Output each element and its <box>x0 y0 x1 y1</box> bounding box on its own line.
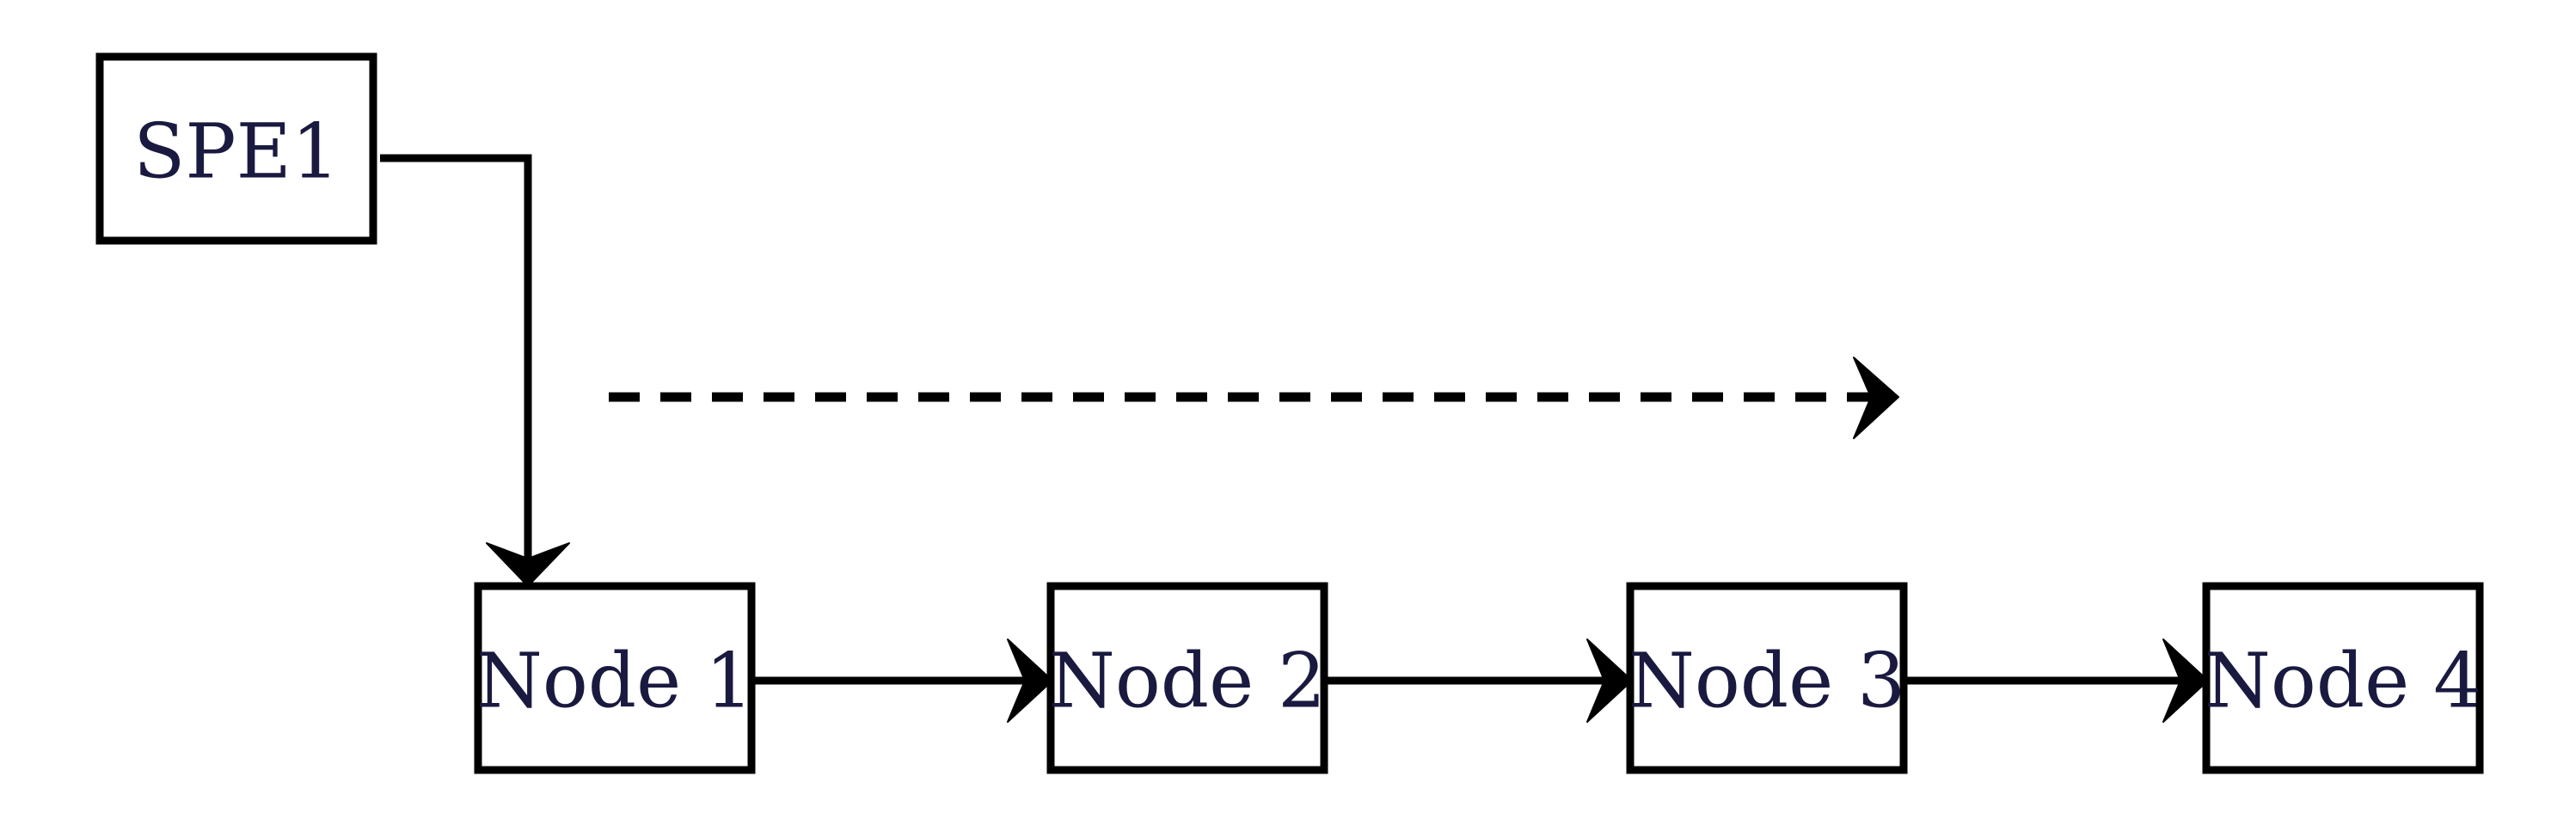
source-node-box <box>95 52 377 245</box>
node-1-label: Node 1 <box>476 637 753 725</box>
edge-spe1-to-node-1 <box>380 154 570 587</box>
arrowhead-right-icon <box>1853 357 1899 439</box>
node-3-label: Node 3 <box>1628 637 1905 725</box>
arrowhead-down-icon <box>486 542 570 587</box>
arrowhead-right-icon <box>1586 639 1633 723</box>
source-node-spe1: SPE1 <box>95 52 377 245</box>
node-4: Node 4 <box>2202 582 2484 774</box>
edge-node-1-to-node-2 <box>751 639 1053 723</box>
edge-spe1-line <box>380 154 532 559</box>
node-4-label: Node 4 <box>2205 637 2481 725</box>
node-3: Node 3 <box>1626 582 1908 774</box>
edge-node-2-to-node-3 <box>1324 639 1633 723</box>
arrowhead-right-icon <box>1007 639 1053 723</box>
node-2: Node 2 <box>1046 582 1328 774</box>
node-3-box <box>1626 582 1908 774</box>
node-4-box <box>2202 582 2484 774</box>
arrowhead-right-icon <box>2162 639 2209 723</box>
edge-node-3-to-node-4 <box>1904 639 2209 723</box>
node-1: Node 1 <box>474 582 756 774</box>
flow-direction-indicator <box>609 357 1899 439</box>
source-node-label: SPE1 <box>133 107 340 196</box>
node-2-label: Node 2 <box>1049 637 1326 725</box>
